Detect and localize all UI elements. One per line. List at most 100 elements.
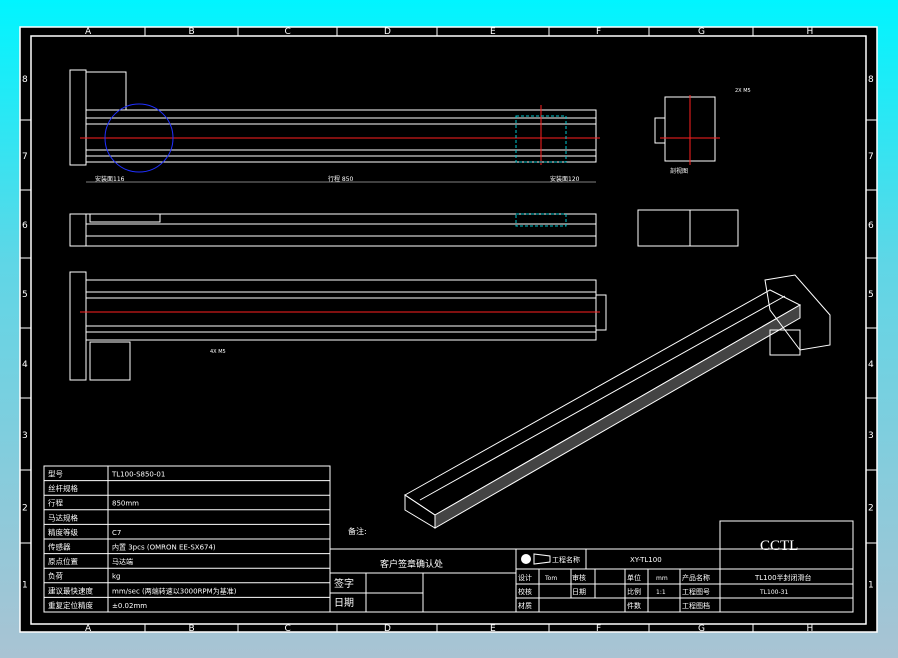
spec-label: 负荷 bbox=[48, 571, 63, 581]
top-view: 安装面116 行程 850 安装面120 bbox=[69, 69, 600, 183]
spec-row: 重复定位精度 ±0.02mm bbox=[48, 600, 147, 610]
column-label: A bbox=[85, 27, 92, 37]
scale-value: 1:1 bbox=[656, 589, 666, 596]
sheet-background bbox=[19, 26, 878, 633]
projection-cone-icon bbox=[533, 553, 551, 565]
column-label: D bbox=[384, 624, 391, 634]
row-label: 2 bbox=[22, 504, 28, 514]
spec-value: ±0.02mm bbox=[112, 602, 147, 610]
project-name: XY-TL100 bbox=[630, 556, 662, 564]
spec-value: mm/sec (两端转速以3000RPM为基准) bbox=[112, 586, 237, 595]
drawing-no: TL100-31 bbox=[759, 589, 788, 596]
spec-label: 马达规格 bbox=[48, 512, 78, 522]
project-name-label: 工程名称 bbox=[552, 555, 580, 564]
sign-label: 签字 bbox=[334, 577, 354, 590]
spec-row: 丝杆规格 bbox=[48, 483, 78, 493]
spec-value: 马达端 bbox=[112, 557, 133, 566]
drawing-no-label: 工程图号 bbox=[682, 587, 710, 596]
spec-label: 型号 bbox=[48, 470, 63, 479]
callout-a: 2X M5 bbox=[735, 88, 751, 94]
spec-label: 重复定位精度 bbox=[48, 600, 93, 610]
column-label: G bbox=[698, 624, 705, 634]
row-label: 4 bbox=[868, 360, 874, 370]
material-label: 材质 bbox=[518, 601, 532, 610]
isometric-view bbox=[404, 274, 831, 529]
column-label: C bbox=[285, 624, 291, 634]
zone-grid: A A B B C C D D E E F F G G H H 8 8 7 7 6 6 5 5 4 4 3 3 2 2 1 1 bbox=[20, 27, 877, 634]
projection-symbol-icon bbox=[521, 554, 531, 564]
spec-label: 精度等级 bbox=[48, 527, 78, 537]
product-name: TL100半封闭滑台 bbox=[754, 573, 812, 582]
company-logo: CCTL bbox=[760, 538, 798, 554]
section-label: 剖视图 bbox=[670, 167, 688, 175]
row-label: 3 bbox=[868, 431, 874, 441]
spec-label: 丝杆规格 bbox=[48, 483, 78, 493]
drawing-file-label: 工程图档 bbox=[682, 601, 710, 610]
design-value: Tom bbox=[544, 575, 557, 582]
row-label: 1 bbox=[22, 581, 28, 591]
spec-label: 建议最快速度 bbox=[48, 585, 93, 595]
check-label: 校核 bbox=[518, 587, 532, 596]
unit-label: 单位 bbox=[627, 573, 641, 582]
row-label: 8 bbox=[22, 75, 28, 85]
row-label: 2 bbox=[868, 504, 874, 514]
column-label: C bbox=[285, 27, 291, 37]
row-label: 8 bbox=[868, 75, 874, 85]
dim-right: 安装面120 bbox=[550, 175, 580, 183]
bottom-view: 4X M5 bbox=[69, 271, 607, 381]
spec-value: TL100-S850-01 bbox=[111, 471, 165, 479]
row-label: 3 bbox=[22, 431, 28, 441]
dim-stroke: 行程 850 bbox=[328, 175, 354, 183]
spec-value: C7 bbox=[112, 529, 121, 537]
column-label: E bbox=[490, 624, 496, 634]
spec-row: 行程 850mm bbox=[48, 498, 139, 508]
dim-left: 安装面116 bbox=[95, 175, 125, 183]
spec-label: 原点位置 bbox=[48, 556, 78, 566]
column-label: B bbox=[189, 27, 195, 37]
spec-label: 行程 bbox=[48, 498, 63, 508]
column-label: F bbox=[596, 27, 601, 37]
callout-b: 4X M5 bbox=[210, 349, 226, 355]
scale-label: 比例 bbox=[627, 587, 641, 596]
row-label: 1 bbox=[868, 581, 874, 591]
review-label: 审核 bbox=[572, 573, 586, 582]
spec-value: 内置 3pcs (OMRON EE-SX674) bbox=[112, 543, 216, 552]
spec-row: 马达规格 bbox=[48, 512, 78, 522]
spec-value: 850mm bbox=[112, 500, 139, 508]
column-label: D bbox=[384, 27, 391, 37]
spec-row: 传感器 内置 3pcs (OMRON EE-SX674) bbox=[48, 542, 216, 552]
row-label: 4 bbox=[22, 360, 28, 370]
spec-label: 传感器 bbox=[48, 542, 71, 552]
spec-row: 建议最快速度 mm/sec (两端转速以3000RPM为基准) bbox=[48, 585, 237, 595]
side-view bbox=[69, 209, 739, 247]
customer-block-title: 客户签章确认处 bbox=[380, 558, 443, 570]
product-name-label: 产品名称 bbox=[682, 573, 710, 582]
row-label: 5 bbox=[868, 290, 874, 300]
column-label: E bbox=[490, 27, 496, 37]
spec-row: 原点位置 马达端 bbox=[48, 556, 133, 566]
title-block bbox=[515, 520, 854, 613]
row-label: 6 bbox=[22, 221, 28, 231]
remarks-label: 备注: bbox=[348, 526, 367, 536]
tb-date-label: 日期 bbox=[572, 588, 586, 596]
unit-value: mm bbox=[656, 575, 668, 582]
column-label: A bbox=[85, 624, 92, 634]
column-label: G bbox=[698, 27, 705, 37]
end-view: 剖视图 2X M5 bbox=[654, 88, 751, 175]
row-label: 6 bbox=[868, 221, 874, 231]
row-label: 5 bbox=[22, 290, 28, 300]
column-label: F bbox=[596, 624, 601, 634]
date-label: 日期 bbox=[334, 597, 354, 609]
spec-row: 精度等级 C7 bbox=[48, 527, 121, 537]
spec-row: 型号 TL100-S850-01 bbox=[48, 470, 165, 479]
inner-border bbox=[30, 35, 867, 625]
column-label: H bbox=[807, 27, 814, 37]
row-label: 7 bbox=[868, 152, 874, 162]
row-label: 7 bbox=[22, 152, 28, 162]
quantity-label: 件数 bbox=[627, 601, 641, 610]
column-label: H bbox=[807, 624, 814, 634]
column-label: B bbox=[189, 624, 195, 634]
